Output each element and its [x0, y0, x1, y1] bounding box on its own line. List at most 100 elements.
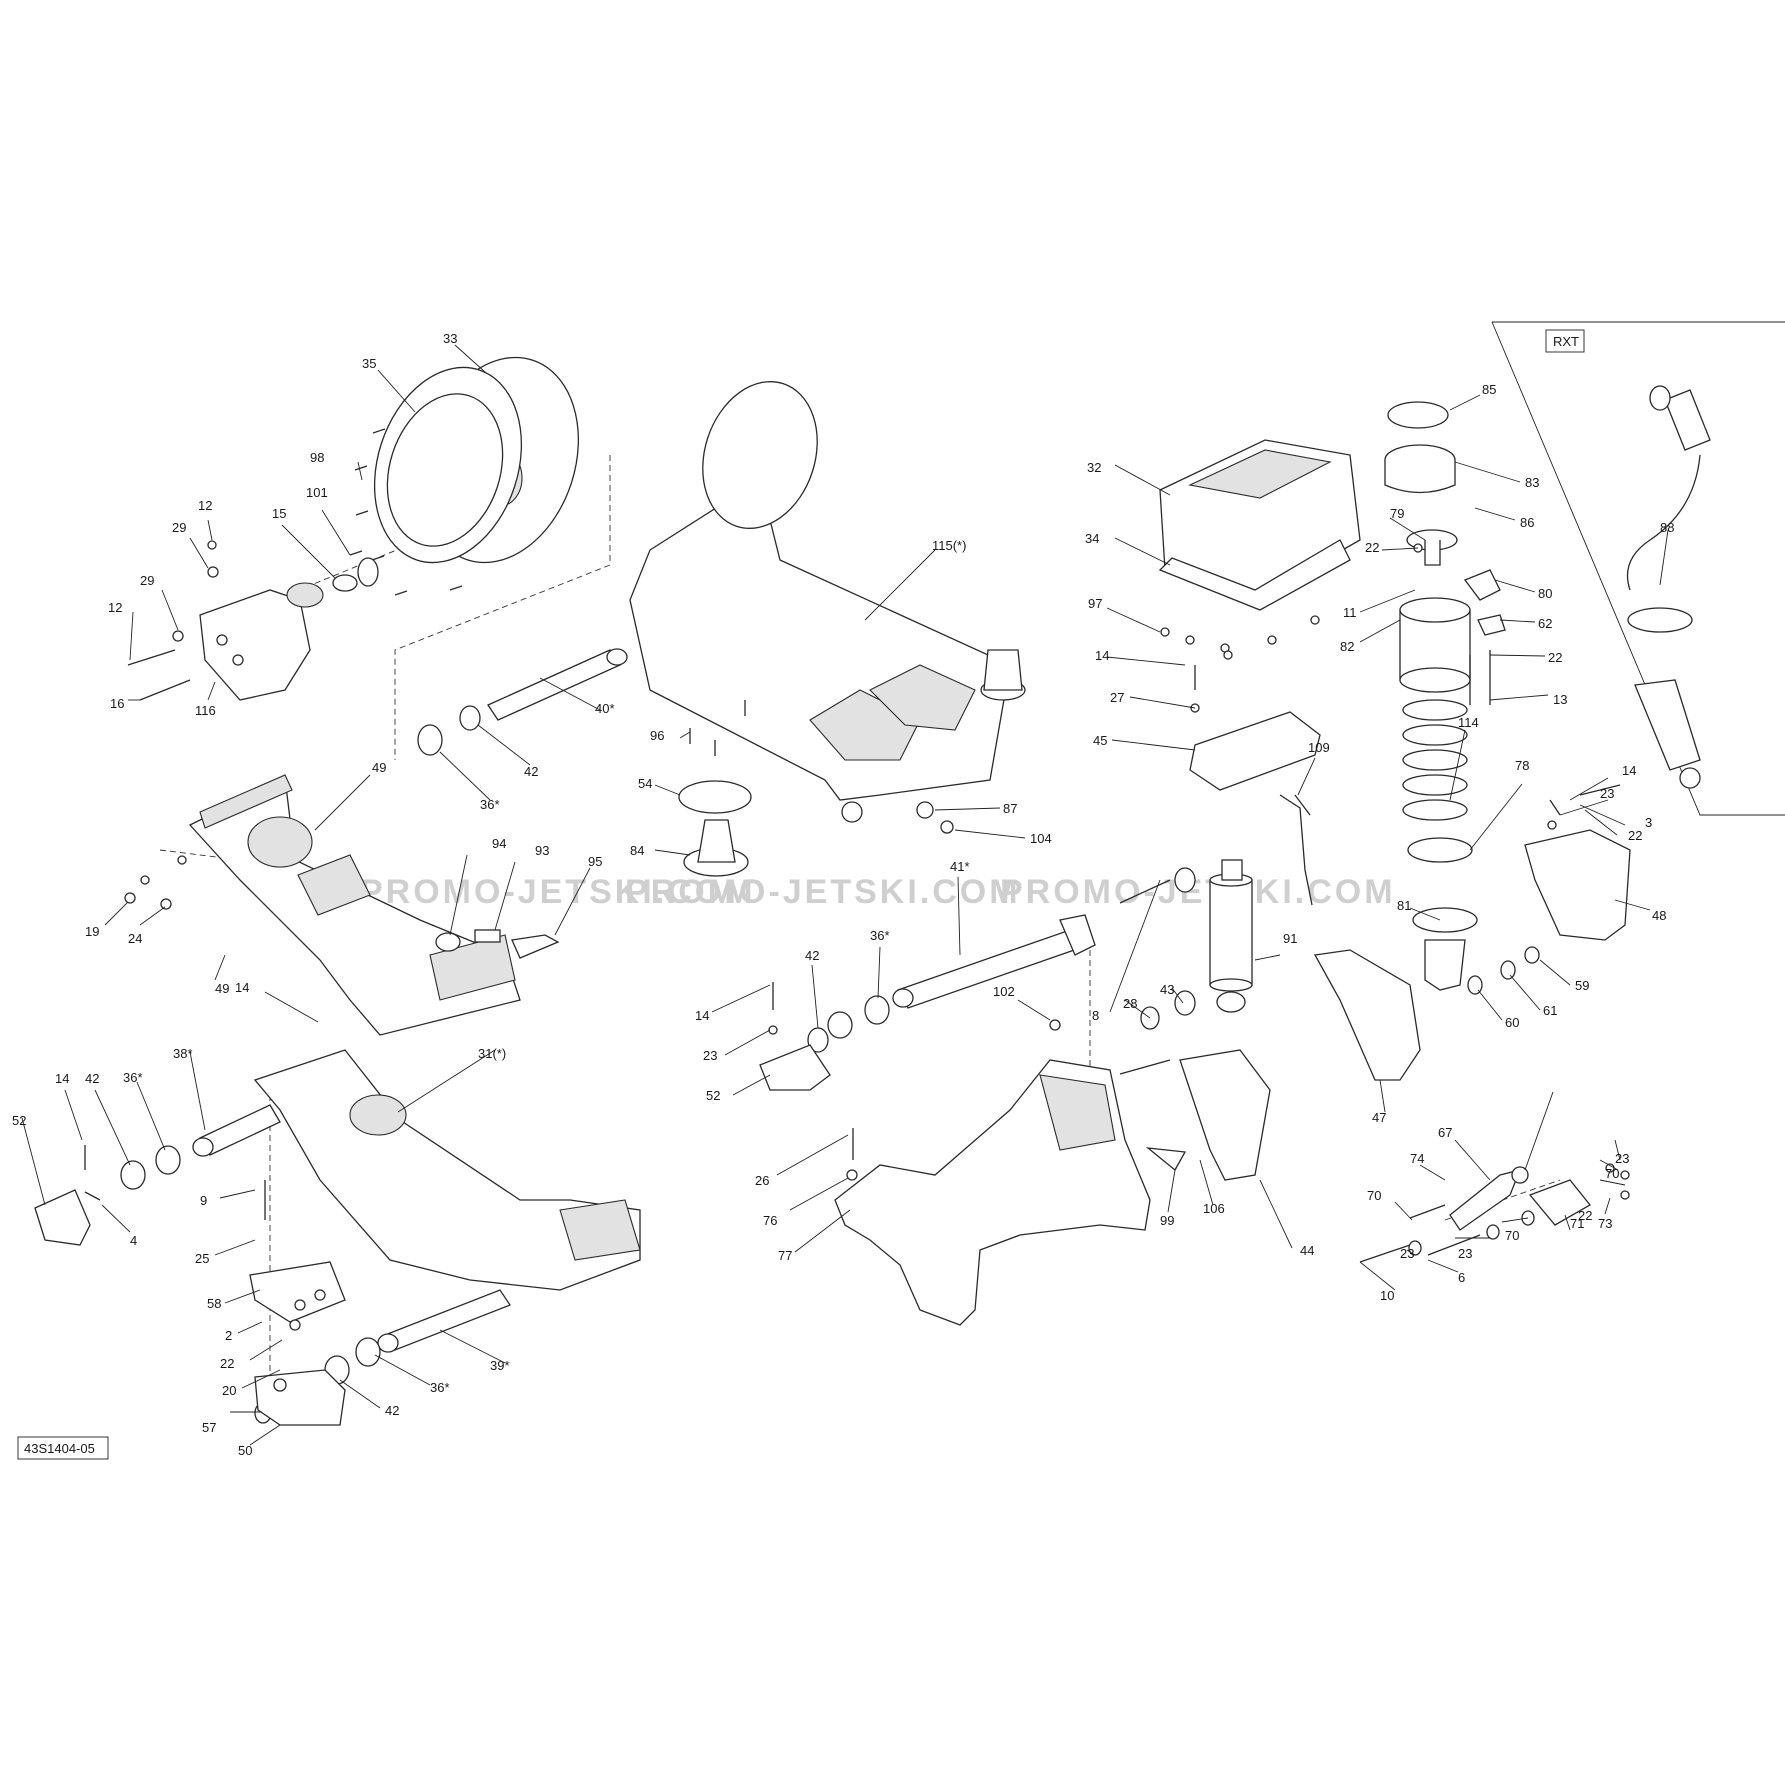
- callout: 88: [1660, 520, 1674, 535]
- callout: 70: [1367, 1188, 1381, 1203]
- callout: 49: [215, 981, 229, 996]
- callout: 23: [1615, 1151, 1629, 1166]
- callout: 23: [1458, 1246, 1472, 1261]
- bolt-102: [1049, 1019, 1061, 1031]
- watermark-text: PROMO-JETSKI.COM: [625, 873, 1021, 911]
- shaft-39: [377, 1289, 511, 1353]
- callout: 80: [1538, 586, 1552, 601]
- callout: 73: [1598, 1216, 1612, 1231]
- bracket-52-center: [759, 982, 831, 1091]
- svg-text:43S1404-05: 43S1404-05: [24, 1441, 95, 1456]
- callout: 86: [1520, 515, 1534, 530]
- shaft-38: [192, 1104, 281, 1157]
- rxt-label: RXT: [1553, 334, 1579, 349]
- callout: 14: [235, 980, 249, 995]
- bellows-center: [678, 700, 752, 877]
- cover-panel: [188, 774, 521, 1036]
- drawing-number: 43S1404-05: [17, 1436, 109, 1460]
- callout: 79: [1390, 506, 1404, 521]
- callout: 115(*): [932, 538, 966, 553]
- callout: 85: [1482, 382, 1496, 397]
- bracket-50: [254, 1180, 346, 1426]
- callout: 39*: [490, 1358, 510, 1373]
- callout: 22: [1628, 828, 1642, 843]
- callout: 52: [12, 1113, 26, 1128]
- callout: 83: [1525, 475, 1539, 490]
- bellows-top-right: [916, 649, 1026, 834]
- callout: 3: [1645, 815, 1652, 830]
- callout: 42: [85, 1071, 99, 1086]
- callout: 104: [1030, 831, 1052, 846]
- swing-arm-lower: [253, 1049, 641, 1291]
- bushing-set-center: [807, 995, 890, 1053]
- callout: 67: [1438, 1125, 1452, 1140]
- callout: 77: [778, 1248, 792, 1263]
- callout: 14: [1622, 763, 1636, 778]
- link-arm-67: [1449, 1166, 1529, 1231]
- callout: 14: [55, 1071, 69, 1086]
- bushing-pair-top: [417, 705, 481, 756]
- callout: 57: [202, 1420, 216, 1435]
- frame-77: [834, 1059, 1151, 1326]
- spring-cap-83: [1384, 444, 1456, 494]
- callout: 62: [1538, 616, 1552, 631]
- callout: 116: [195, 703, 216, 718]
- spring-seat-78: [1407, 837, 1473, 863]
- plate-45: [1189, 665, 1321, 791]
- callout: 36*: [870, 928, 890, 943]
- callout: 61: [1543, 1003, 1557, 1018]
- callout: 12: [198, 498, 212, 513]
- callout: 82: [1340, 639, 1354, 654]
- callout: 9: [200, 1193, 207, 1208]
- callout: 23: [703, 1048, 717, 1063]
- callout: 10: [1380, 1288, 1394, 1303]
- spring-clip-85: [1387, 401, 1449, 429]
- latch-hardware: [124, 855, 560, 959]
- callout: 24: [128, 931, 142, 946]
- gasket-34: [1158, 539, 1351, 611]
- callout: 99: [1160, 1213, 1174, 1228]
- callout: 4: [130, 1233, 137, 1248]
- callout: 101: [306, 485, 328, 500]
- leader-lines: [21, 344, 1669, 1446]
- coil-spring-114: [1402, 699, 1468, 821]
- callout: 28: [1123, 996, 1137, 1011]
- callout: 16: [110, 696, 124, 711]
- callout: 15: [272, 506, 286, 521]
- rxt-shock-88: [1626, 385, 1711, 789]
- swing-arm-top: [629, 381, 1011, 823]
- gasket-ring: [386, 393, 504, 547]
- callout: 94: [492, 836, 506, 851]
- hardware-59-60-61: [1467, 946, 1540, 995]
- callout: 76: [763, 1213, 777, 1228]
- callout: 8: [1092, 1008, 1099, 1023]
- shock-absorber-91: [1209, 859, 1253, 1013]
- bracket-48: [1524, 784, 1631, 941]
- callout: 13: [1553, 692, 1567, 707]
- callout: 29: [172, 520, 186, 535]
- callout: 19: [85, 924, 99, 939]
- callout: 97: [1088, 596, 1102, 611]
- callout: 36*: [480, 797, 500, 812]
- callout: 27: [1110, 690, 1124, 705]
- callout: 114: [1458, 715, 1479, 730]
- callout: 70: [1505, 1228, 1519, 1243]
- hardware-link: [1359, 1163, 1630, 1263]
- callout: 6: [1458, 1270, 1465, 1285]
- callout: 81: [1397, 898, 1411, 913]
- callout: 40*: [595, 701, 615, 716]
- callout: 14: [695, 1008, 709, 1023]
- callout: 106: [1203, 1201, 1225, 1216]
- callout: 54: [638, 776, 652, 791]
- callout: 31(*): [478, 1046, 506, 1061]
- clip-109: [1279, 794, 1313, 906]
- callout-labels: 33 35 98 101 12 29 15 29 12 16 116 40* 4…: [12, 331, 1674, 1458]
- callout: 14: [1095, 648, 1109, 663]
- callout: 50: [238, 1443, 252, 1458]
- callout: 48: [1652, 908, 1666, 923]
- spring-seat-81: [1412, 907, 1478, 991]
- callout: 41*: [950, 859, 970, 874]
- callout: 59: [1575, 978, 1589, 993]
- callout: 43: [1160, 982, 1174, 997]
- callout: 49: [372, 760, 386, 775]
